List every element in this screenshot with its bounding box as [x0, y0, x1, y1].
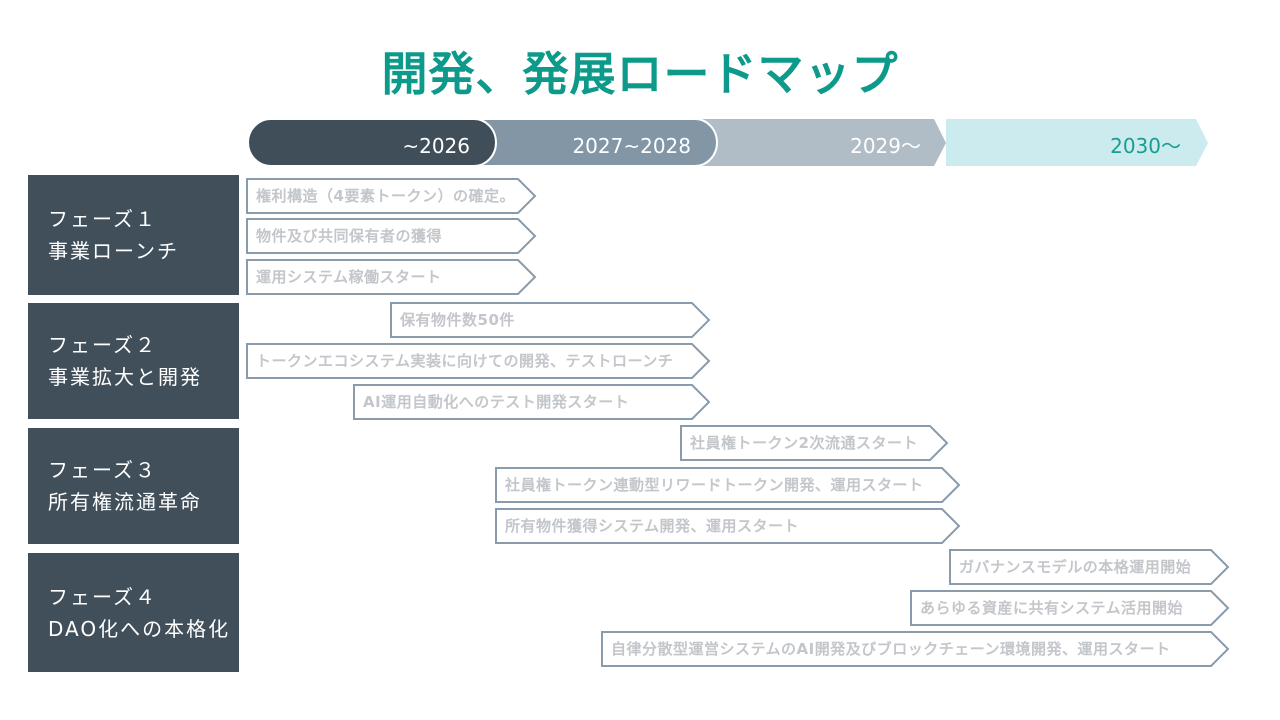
phase-1-number: フェーズ１: [48, 207, 157, 231]
arrow-shape: [949, 549, 1230, 585]
task-label: 運用システム稼働スタート: [256, 268, 442, 286]
arrow-shape: [910, 590, 1230, 626]
timeline-label-3: 2029〜: [850, 134, 921, 158]
task-label: 社員権トークン2次流通スタート: [690, 434, 918, 452]
arrow-shape: [353, 384, 711, 420]
task-label: 物件及び共同保有者の獲得: [256, 227, 443, 245]
phase-3-name: 所有権流通革命: [48, 490, 202, 514]
arrow-shape: [390, 302, 711, 338]
phase-3-number: フェーズ３: [48, 458, 157, 482]
timeline-label-2: 2027~2028: [572, 134, 691, 158]
task-label: トークンエコシステム実装に向けての開発、テストローンチ: [256, 352, 674, 370]
task-label: あらゆる資産に共有システム活用開始: [920, 599, 1184, 617]
timeline-label-4: 2030〜: [1110, 134, 1181, 158]
phase-2-box: フェーズ２ 事業拡大と開発: [28, 303, 239, 419]
arrow-shape: [601, 631, 1230, 667]
phase-3-box: フェーズ３ 所有権流通革命: [28, 428, 239, 544]
task-label: 保有物件数50件: [400, 311, 515, 329]
phase-2-name: 事業拡大と開発: [48, 365, 202, 389]
task-label: AI運用自動化へのテスト開発スタート: [363, 393, 630, 411]
task-label: ガバナンスモデルの本格運用開始: [959, 558, 1192, 576]
task-arrow: 社員権トークン2次流通スタート: [680, 425, 949, 461]
arrow-shape: [246, 218, 537, 254]
task-arrow: 所有物件獲得システム開発、運用スタート: [495, 508, 961, 544]
phase-1-name: 事業ローンチ: [48, 239, 179, 263]
task-arrow: 社員権トークン連動型リワードトークン開発、運用スタート: [495, 467, 961, 503]
task-arrow: ガバナンスモデルの本格運用開始: [949, 549, 1230, 585]
task-label: 自律分散型運営システムのAI開発及びブロックチェーン環境開発、運用スタート: [611, 640, 1171, 658]
task-label: 社員権トークン連動型リワードトークン開発、運用スタート: [505, 476, 924, 494]
task-label: 所有物件獲得システム開発、運用スタート: [505, 517, 800, 535]
task-arrow: 権利構造（4要素トークン）の確定。: [246, 178, 537, 214]
task-label: 権利構造（4要素トークン）の確定。: [256, 187, 515, 205]
timeline-label-1: ~2026: [402, 134, 470, 158]
task-arrow: あらゆる資産に共有システム活用開始: [910, 590, 1230, 626]
arrow-shape: [246, 178, 537, 214]
phase-2-number: フェーズ２: [48, 333, 157, 357]
arrow-shape: [246, 259, 537, 295]
phase-4-box: フェーズ４ DAO化への本格化: [28, 553, 239, 672]
phase-1-box: フェーズ１ 事業ローンチ: [28, 175, 239, 295]
phase-4-number: フェーズ４: [48, 584, 157, 609]
task-arrow: 物件及び共同保有者の獲得: [246, 218, 537, 254]
page-title: 開発、発展ロードマップ: [381, 47, 899, 101]
arrow-shape: [680, 425, 949, 461]
arrow-shape: [495, 508, 961, 544]
task-arrow: 運用システム稼働スタート: [246, 259, 537, 295]
arrow-shape: [495, 467, 961, 503]
task-arrow: 自律分散型運営システムのAI開発及びブロックチェーン環境開発、運用スタート: [601, 631, 1230, 667]
task-arrow: 保有物件数50件: [390, 302, 711, 338]
task-arrow: トークンエコシステム実装に向けての開発、テストローンチ: [246, 343, 711, 379]
arrow-shape: [246, 343, 711, 379]
task-arrow: AI運用自動化へのテスト開発スタート: [353, 384, 711, 420]
phase-4-name: DAO化への本格化: [48, 616, 231, 641]
